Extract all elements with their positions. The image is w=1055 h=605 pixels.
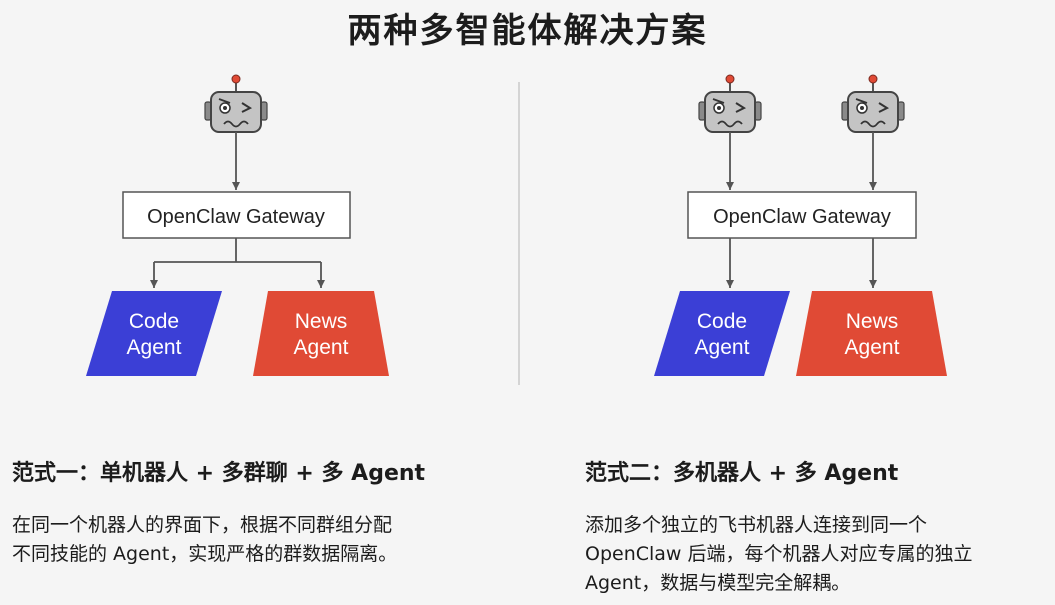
robot-icon xyxy=(698,74,762,133)
news-agent-shape xyxy=(796,291,947,376)
code-agent-label-line2: Agent xyxy=(127,336,182,359)
code-agent-label-line1: Code xyxy=(129,310,179,333)
news-agent-label-line1: News xyxy=(295,310,348,333)
left-description-line: 不同技能的 Agent，实现严格的群数据隔离。 xyxy=(12,543,398,565)
robot-icon xyxy=(841,74,905,133)
right-description-line: Agent，数据与模型完全解耦。 xyxy=(585,572,851,594)
gateway-box xyxy=(687,191,917,239)
news-agent-shape xyxy=(253,291,389,376)
right-heading: 范式二：多机器人 + 多 Agent xyxy=(585,461,899,486)
right-description-line: OpenClaw 后端，每个机器人对应专属的独立 xyxy=(585,543,973,565)
right-description: 添加多个独立的飞书机器人连接到同一个 OpenClaw 后端，每个机器人对应专属… xyxy=(585,511,973,598)
code-agent-label-line1: Code xyxy=(697,310,747,333)
robot-icon xyxy=(204,74,268,133)
page-title: 两种多智能体解决方案 xyxy=(347,11,708,51)
right-diagram xyxy=(654,74,947,376)
left-diagram xyxy=(86,74,389,376)
gateway-label: OpenClaw Gateway xyxy=(713,206,891,228)
news-agent-label-line2: Agent xyxy=(845,336,900,359)
left-description: 在同一个机器人的界面下，根据不同群组分配 不同技能的 Agent，实现严格的群数… xyxy=(12,511,397,569)
news-agent-label-line2: Agent xyxy=(294,336,349,359)
code-agent-shape xyxy=(86,291,222,376)
left-heading: 范式一：单机器人 + 多群聊 + 多 Agent xyxy=(12,461,426,486)
news-agent-label-line1: News xyxy=(846,310,899,333)
right-description-line: 添加多个独立的飞书机器人连接到同一个 xyxy=(585,514,928,536)
code-agent-label-line2: Agent xyxy=(695,336,750,359)
gateway-box xyxy=(122,191,351,239)
left-description-line: 在同一个机器人的界面下，根据不同群组分配 xyxy=(12,514,393,536)
gateway-label: OpenClaw Gateway xyxy=(147,206,325,228)
code-agent-shape xyxy=(654,291,790,376)
